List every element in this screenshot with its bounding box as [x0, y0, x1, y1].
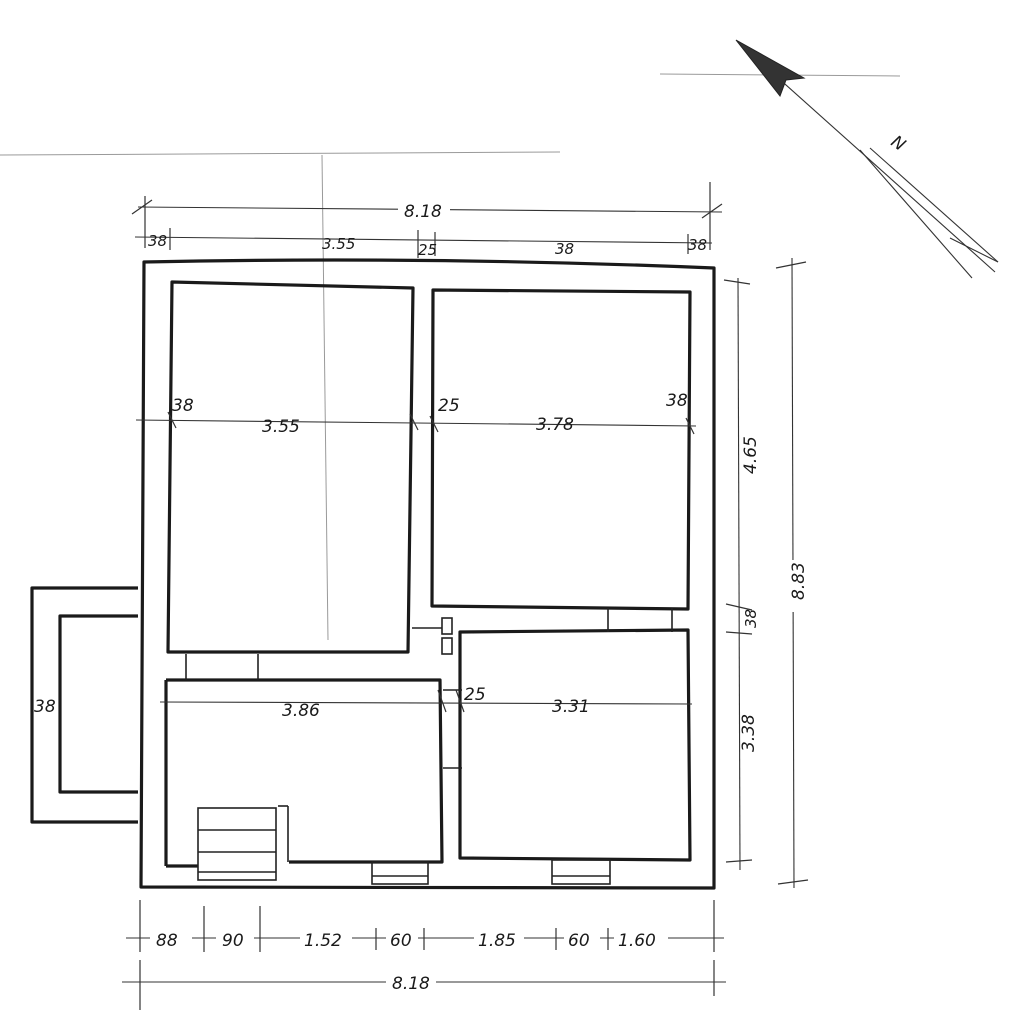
top-seg-4: 38 — [555, 240, 574, 258]
top-seg-5: 38 — [688, 236, 707, 254]
right-overall-dimension: 8.83 — [775, 257, 809, 889]
inner-dimension-top: 38 3.55 25 3.78 38 — [135, 391, 697, 437]
bottom-seg-3: 1.52 — [304, 931, 342, 951]
bottom-seg-1: 88 — [156, 931, 178, 951]
north-label: N — [887, 132, 909, 156]
top-seg-3: 25 — [418, 241, 437, 259]
right-lower-height: 3.38 — [739, 714, 759, 752]
overall-width-bottom: 8.18 — [392, 974, 430, 994]
top-segment-dimension: 38 3.55 25 38 38 — [134, 228, 713, 259]
right-mid-wall: 38 — [742, 609, 760, 628]
room-top-right — [430, 288, 692, 611]
room-bottom-right — [458, 628, 692, 862]
room-bottom-left-width: 3.86 — [282, 701, 320, 721]
room-bottom-left — [166, 678, 444, 864]
bottom-seg-5: 1.85 — [478, 931, 516, 951]
bottom-segment-dimension: 88 90 1.52 60 1.85 60 1.60 — [126, 900, 724, 952]
bottom-overall-dimension: 8.18 — [122, 960, 726, 1010]
bottom-seg-6: 60 — [568, 931, 590, 951]
inner-dimension-bottom: 3.86 25 3.31 — [159, 685, 693, 721]
right-upper-height: 4.65 — [741, 436, 761, 474]
top-overall-dimension: 8.18 — [131, 182, 723, 250]
switch-icon — [412, 617, 453, 655]
wall-right-inner: 38 — [666, 391, 688, 411]
top-seg-1: 38 — [148, 232, 167, 250]
left-annex: 38 — [30, 586, 138, 824]
outer-wall — [139, 258, 716, 890]
stair-icon — [197, 805, 289, 881]
overall-width-top: 8.18 — [404, 202, 442, 222]
guide-line — [321, 154, 329, 641]
guide-line — [0, 151, 561, 156]
bottom-seg-2: 90 — [222, 931, 244, 951]
overall-height: 8.83 — [789, 562, 809, 600]
wall-mid-inner: 25 — [438, 396, 460, 416]
annex-width: 38 — [34, 697, 56, 717]
room-top-right-width: 3.78 — [536, 415, 574, 435]
room-top-left-width: 3.55 — [262, 417, 300, 437]
bottom-seg-4: 60 — [390, 931, 412, 951]
right-segment-dimension: 4.65 38 3.38 — [723, 277, 761, 871]
wall-left-inner: 38 — [172, 396, 194, 416]
north-arrow-icon: N — [735, 39, 999, 279]
bottom-seg-7: 1.60 — [618, 931, 656, 951]
wall-mid-lower: 25 — [464, 685, 486, 705]
door-opening — [185, 608, 673, 769]
window-icon — [371, 859, 611, 885]
room-top-left — [166, 280, 415, 654]
top-seg-2: 3.55 — [322, 235, 355, 253]
room-bottom-right-width: 3.31 — [552, 697, 590, 717]
